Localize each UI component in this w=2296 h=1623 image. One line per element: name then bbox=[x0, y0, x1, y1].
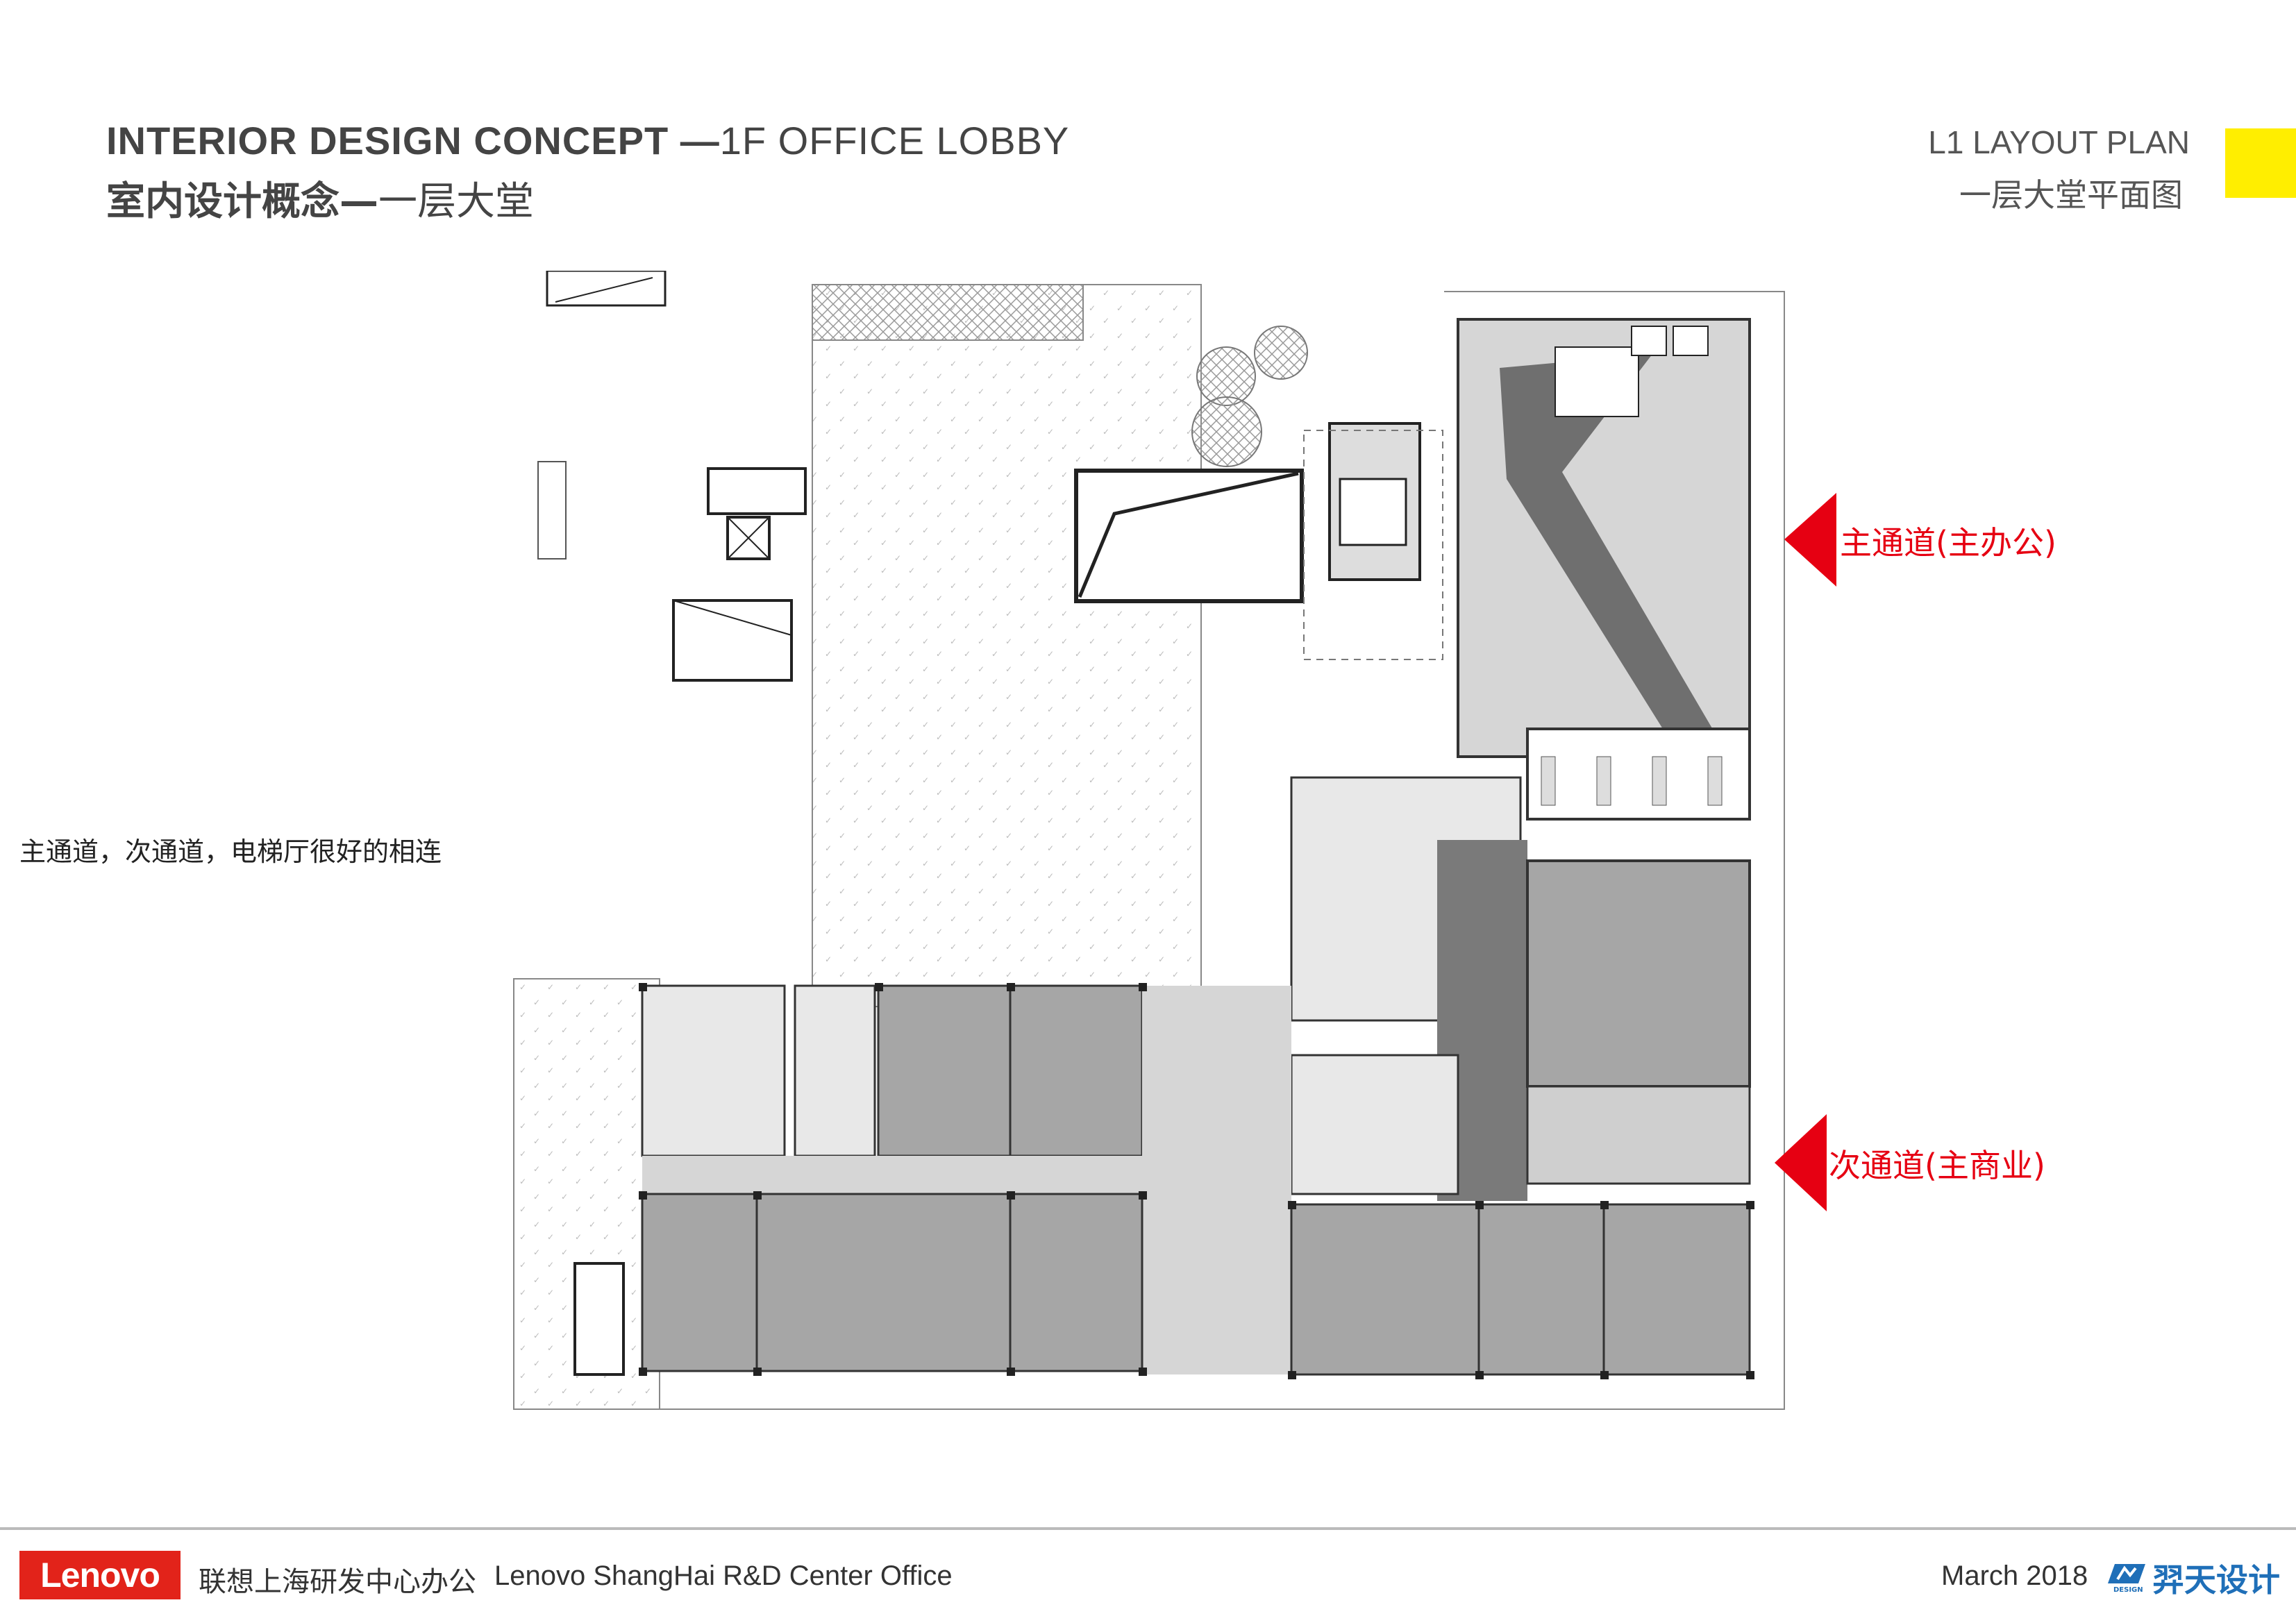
secondary-path-arrow bbox=[1775, 1114, 1827, 1211]
title-cn-light: 一层大堂 bbox=[378, 179, 534, 224]
west-core bbox=[641, 984, 786, 1157]
title-en-light: 1F OFFICE LOBBY bbox=[719, 119, 1070, 162]
secondary-lobby bbox=[1526, 1085, 1751, 1185]
office-unit bbox=[877, 984, 1012, 1157]
site-boundary bbox=[514, 291, 1785, 1410]
office-unit bbox=[755, 1193, 1012, 1372]
studio-brand: DESIGN 羿天设计 bbox=[2108, 1555, 2280, 1601]
studio-name: 羿天设计 bbox=[2152, 1561, 2280, 1599]
secondary-path-label: 次通道(主商业) bbox=[1829, 1147, 2045, 1184]
office-unit bbox=[1290, 1203, 1480, 1376]
main-path-arrow bbox=[1784, 493, 1836, 587]
core-outline bbox=[1303, 430, 1443, 660]
reception-desk bbox=[1555, 346, 1639, 417]
office-unit bbox=[1602, 1203, 1751, 1376]
page-title-en: INTERIOR DESIGN CONCEPT —1F OFFICE LOBBY bbox=[106, 118, 1069, 163]
circulation-note: 主通道，次通道，电梯厅很好的相连 bbox=[19, 836, 442, 867]
office-unit bbox=[1477, 1203, 1605, 1376]
retail-unit bbox=[1526, 859, 1751, 1088]
title-en-bold: INTERIOR DESIGN CONCEPT — bbox=[106, 119, 720, 162]
toilet-west bbox=[794, 984, 876, 1157]
plaza-hatch-strip bbox=[812, 284, 1084, 341]
sunken-garden-line bbox=[1078, 471, 1299, 598]
stair-core bbox=[672, 599, 793, 682]
studio-mark-text: DESIGN bbox=[2113, 1586, 2143, 1593]
page-title-cn: 室内设计概念—一层大堂 bbox=[106, 170, 534, 226]
main-path-floor bbox=[1500, 354, 1729, 757]
floor-plan-drawing: ✓ ✓ bbox=[513, 271, 1785, 1410]
service-core bbox=[1290, 1054, 1459, 1195]
central-corridor bbox=[1142, 986, 1291, 1374]
studio-logo-icon: DESIGN bbox=[2108, 1564, 2145, 1593]
footer-project-en: Lenovo ShangHai R&D Center Office bbox=[494, 1561, 953, 1591]
office-unit bbox=[1009, 1193, 1143, 1372]
columns bbox=[639, 983, 1754, 1379]
lenovo-logo: Lenovo bbox=[19, 1551, 181, 1599]
title-cn-bold: 室内设计概念— bbox=[106, 179, 378, 224]
plaza-area bbox=[812, 284, 1202, 1007]
tree bbox=[1254, 326, 1308, 380]
office-unit bbox=[1009, 984, 1143, 1157]
footer-date: March 2018 bbox=[1941, 1561, 2088, 1591]
footer-project-cn: 联想上海研发中心办公 bbox=[199, 1566, 476, 1598]
tree bbox=[1191, 396, 1262, 467]
lift-mark bbox=[1673, 326, 1709, 356]
layout-plan-title-cn: 一层大堂平面图 bbox=[1959, 176, 2183, 214]
stair-core-bottom bbox=[573, 1262, 625, 1376]
stair-core bbox=[707, 467, 807, 515]
stair-core-top bbox=[546, 271, 667, 307]
main-path-label: 主通道(主办公) bbox=[1840, 524, 2056, 562]
layout-plan-title-en: L1 LAYOUT PLAN bbox=[1928, 124, 2190, 160]
footer-divider bbox=[0, 1527, 2296, 1530]
office-unit bbox=[641, 1193, 758, 1372]
sunken-garden bbox=[1074, 469, 1304, 603]
accent-yellow-block bbox=[2225, 128, 2296, 198]
shaft bbox=[537, 461, 567, 560]
lift-mark bbox=[1631, 326, 1667, 356]
